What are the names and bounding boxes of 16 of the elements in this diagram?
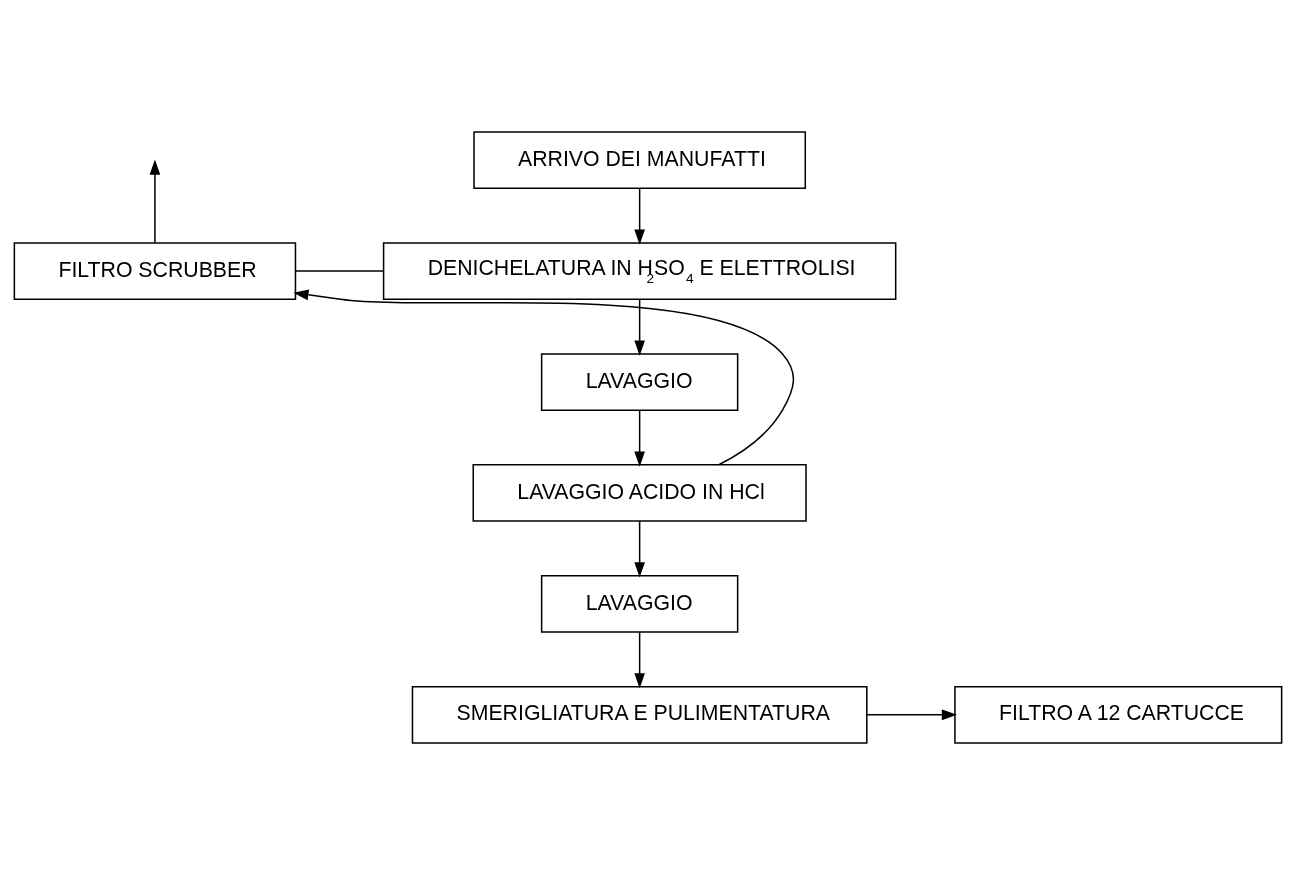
arrow <box>634 298 645 356</box>
arrow <box>149 159 161 244</box>
arrow <box>634 409 645 467</box>
node-box: LAVAGGIO <box>540 353 739 411</box>
node-box: FILTRO A 12 CARTUCCE <box>954 685 1283 744</box>
arrow <box>634 520 645 578</box>
node-box: LAVAGGIO ACIDO IN HCl <box>472 464 807 522</box>
arrow <box>866 709 958 721</box>
node-box: LAVAGGIO <box>540 575 739 633</box>
arrow <box>634 187 645 245</box>
arrow <box>293 289 795 466</box>
arrow <box>634 631 645 689</box>
connector <box>294 270 385 272</box>
node-box: ARRIVO DEI MANUFATTI <box>473 131 807 190</box>
node-box: SMERIGLIATURA E PULIMENTATURA <box>411 685 868 744</box>
node-box: FILTRO SCRUBBER <box>13 242 297 300</box>
